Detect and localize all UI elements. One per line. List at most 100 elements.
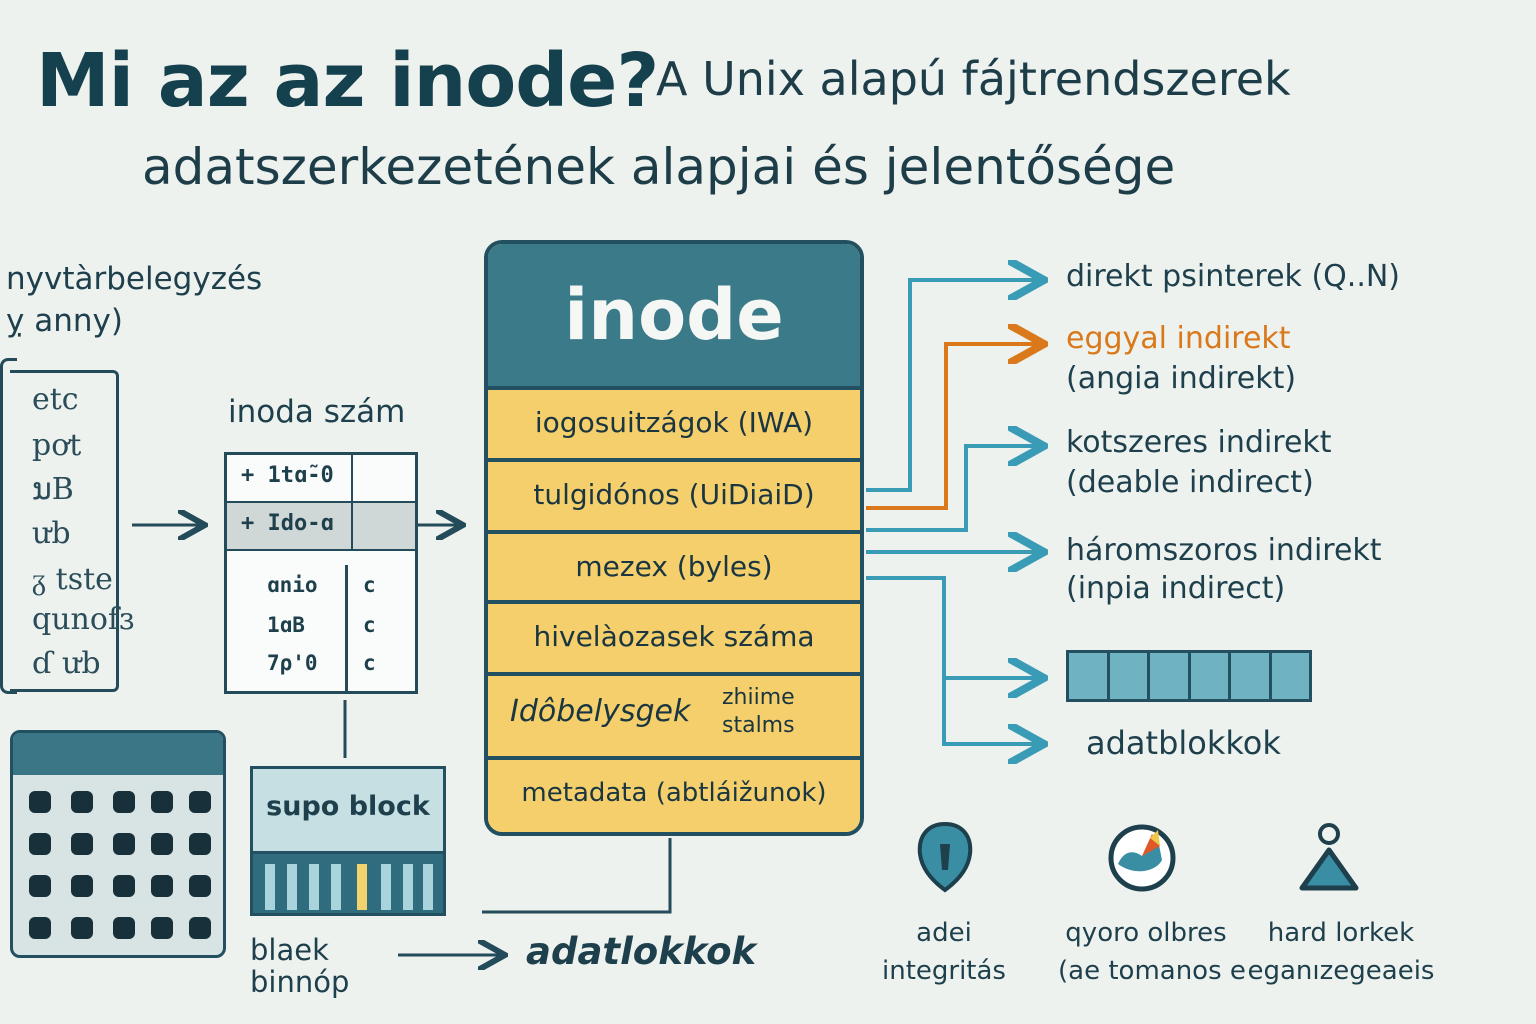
triple-indirect-label: háromszoros indirekt (1066, 533, 1382, 568)
bitmap-cell (113, 917, 135, 939)
bitmap-cell (29, 833, 51, 855)
block-bitmap-label-1: blaek (250, 933, 329, 967)
inode-field: tulgidónos (UiDiaiD) (488, 458, 860, 532)
data-block (1069, 653, 1110, 699)
double-indirect-label: kotszeres indirekt (1066, 425, 1332, 460)
inode-field-label: iogosuitzágok (IWA) (534, 406, 814, 439)
inode-number-label: inoda szám (228, 394, 406, 430)
table-divider (345, 565, 348, 691)
directory-item: etc (32, 382, 79, 417)
table-cell: 1ɑB (267, 613, 305, 637)
directory-box (10, 370, 119, 692)
subtitle-line-1: A Unix alapú fájtrendszerek (656, 52, 1291, 106)
inode-field: hivelàozasek száma (488, 600, 860, 674)
feature-performance: qyoro olbres (ae tomanos e (1058, 914, 1246, 990)
bitmap-cell (189, 875, 211, 897)
superblock: supo block (250, 766, 446, 916)
bitmap-cell (151, 833, 173, 855)
directory-item: pơt (32, 428, 82, 463)
inode-field-label: tulgidónos (UiDiaiD) (533, 478, 815, 511)
inode-field: mezex (byles) (488, 530, 860, 604)
table-divider (351, 455, 353, 501)
superblock-stripe (265, 864, 275, 910)
inode-field-timestamps: Idôbelysgek zhiime stalms (488, 672, 860, 758)
inode-field-label: mezex (byles) (575, 550, 773, 583)
table-cell: 7ρ'0 (267, 651, 318, 675)
timestamps-side-label: zhiime stalms (722, 684, 795, 740)
table-cell: c (363, 651, 376, 675)
table-divider (351, 503, 353, 549)
subtitle-line-2: adatszerkezetének alapjai és jelentősége (142, 138, 1176, 196)
single-indirect-label: eggyal indirekt (1066, 321, 1291, 356)
bitmap-cell (29, 917, 51, 939)
data-block (1190, 653, 1231, 699)
inode-number-table: + 1tɑ̃-0 + Ido-ɑ ɑnio 1ɑB 7ρ'0 c c c (224, 452, 418, 694)
bitmap-cell (189, 791, 211, 813)
superblock-stripe (309, 864, 319, 910)
superblock-stripe (403, 864, 413, 910)
superblock-stripe (287, 864, 297, 910)
inode-title: inode (564, 274, 784, 356)
bitmap-cell (151, 917, 173, 939)
bitmap-cell (189, 833, 211, 855)
line-inode-to-bottom (482, 838, 672, 914)
feature-label-1: hard lorkek (1267, 918, 1415, 948)
bitmap-cell (113, 875, 135, 897)
table-lower: ɑnio 1ɑB 7ρ'0 c c c (227, 565, 415, 691)
arrow-single-indirect (866, 344, 1040, 510)
block-bitmap-label-2: binnóp (250, 965, 350, 999)
timestamps-side-1: zhiime (722, 685, 795, 710)
superblock-label: supo block (266, 791, 430, 822)
arrow-double-indirect (866, 446, 1040, 532)
table-row: + 1tɑ̃-0 (227, 455, 415, 503)
data-blocks-strip (1066, 650, 1312, 702)
superblock-blocks (253, 851, 443, 913)
directory-item: ᵹ tste (32, 562, 113, 597)
gauge-icon (1108, 824, 1176, 892)
bitmap-cell (189, 917, 211, 939)
table-cell: c (363, 613, 376, 637)
feature-label-1: adei (916, 918, 972, 948)
inode-field-metadata: metadata (abtláižunok) (488, 756, 860, 832)
feature-label-2: integritás (882, 956, 1006, 986)
bitmap-cell (113, 791, 135, 813)
bitmap-cell (71, 833, 93, 855)
single-indirect-sub: (angia indirekt) (1066, 361, 1297, 396)
superblock-stripe (331, 864, 341, 910)
inode-field: iogosuitzágok (IWA) (488, 386, 860, 460)
directory-item: ɗ ưb (32, 646, 101, 681)
bitmap-cell (29, 791, 51, 813)
directory-item: qunofɜ (32, 602, 135, 637)
table-cell: c (363, 573, 376, 597)
double-indirect-sub: (deable indirect) (1066, 465, 1314, 500)
superblock-stripe (381, 864, 391, 910)
bitmap-cell (113, 833, 135, 855)
timestamps-side-2: stalms (722, 713, 795, 738)
table-cell: ɑnio (267, 573, 318, 597)
table-cell: + Ido-ɑ (241, 511, 334, 536)
bottom-data-blocks-label: adatlokkok (526, 930, 757, 973)
triple-indirect-sub: (inpia indirect) (1066, 571, 1286, 606)
directory-heading-line-1: nyvtàrbelegyzés (6, 261, 263, 297)
shield-icon (917, 821, 973, 893)
feature-label-2: eganızegeaeis (1247, 956, 1435, 986)
block-bitmap-grid (10, 730, 226, 958)
bitmap-cell (71, 917, 93, 939)
feature-integrity: adei integritás (868, 914, 1020, 990)
arrow-direct-pointers (866, 280, 1040, 492)
bitmap-cell (71, 791, 93, 813)
bitmap-header (13, 733, 223, 775)
bitmap-cell (151, 875, 173, 897)
inode-field-label: metadata (abtláižunok) (521, 778, 827, 808)
bitmap-cell (71, 875, 93, 897)
timestamps-label: Idôbelysgek (510, 694, 691, 729)
link-icon (1299, 823, 1359, 891)
superblock-stripe (357, 864, 367, 910)
data-blocks-label: adatblokkok (1086, 724, 1281, 762)
superblock-stripe (423, 864, 433, 910)
directory-item: ưb (32, 516, 71, 551)
table-cell: + 1tɑ̃-0 (241, 463, 334, 488)
data-block (1271, 653, 1309, 699)
directory-heading-line-2: ỵ anny) (6, 303, 123, 339)
